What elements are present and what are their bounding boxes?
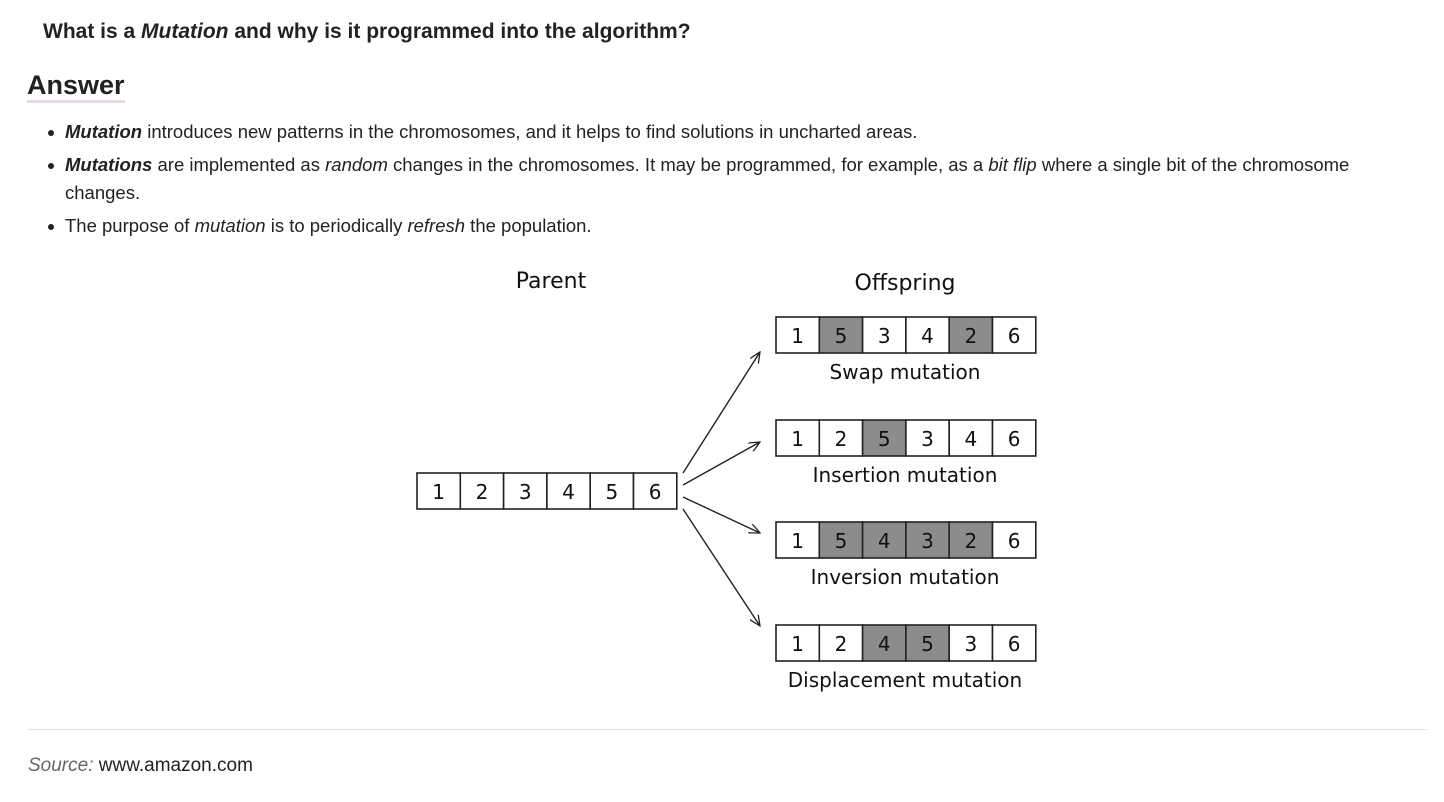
offspring-gene-value: 6 bbox=[1008, 529, 1021, 553]
parent-label: Parent bbox=[516, 269, 587, 294]
offspring-gene-cell bbox=[991, 624, 1037, 662]
parent-chromosome: 1 2 3 4 5 6 bbox=[416, 472, 678, 510]
offspring-gene-value: 1 bbox=[791, 529, 804, 553]
offspring-gene-value: 3 bbox=[921, 529, 934, 553]
bullet-text-segment: Mutation bbox=[65, 121, 143, 142]
offspring-gene-cell bbox=[861, 419, 907, 457]
parent-gene-value: 4 bbox=[562, 480, 575, 504]
offspring-gene-value: 1 bbox=[791, 427, 804, 451]
mutation-type-label: Insertion mutation bbox=[813, 463, 998, 487]
bullet-text-segment: bit flip bbox=[988, 154, 1037, 175]
question-prefix: What is a bbox=[43, 20, 142, 43]
offspring-gene-cell bbox=[905, 521, 951, 559]
offspring-gene-value: 6 bbox=[1008, 324, 1021, 348]
offspring-gene-cell bbox=[818, 419, 864, 457]
offspring-gene-cell bbox=[948, 419, 994, 457]
source-line: Source: www.amazon.com bbox=[28, 755, 253, 777]
offspring-gene-cell bbox=[861, 316, 907, 354]
parent-gene-value: 6 bbox=[649, 480, 662, 504]
bullet-text-segment: where a single bit of the chromosome cha… bbox=[65, 154, 1350, 203]
offspring-gene-cell bbox=[861, 624, 907, 662]
parent-gene-cell bbox=[546, 472, 592, 510]
question-title: What is a Mutation and why is it program… bbox=[43, 20, 691, 44]
offspring-gene-value: 3 bbox=[964, 632, 977, 656]
offspring-gene-value: 5 bbox=[921, 632, 934, 656]
bullet-text-segment: is to periodically bbox=[265, 215, 408, 236]
offspring-gene-cell bbox=[861, 521, 907, 559]
offspring-gene-cell bbox=[905, 419, 951, 457]
offspring-label: Offspring bbox=[855, 271, 956, 296]
answer-bullet: Mutations are implemented as random chan… bbox=[48, 151, 1405, 207]
parent-gene-value: 2 bbox=[476, 480, 489, 504]
mutation-arrows bbox=[682, 352, 760, 626]
answer-bullet-list: Mutation introduces new patterns in the … bbox=[48, 118, 1405, 245]
offspring-gene-value: 4 bbox=[964, 427, 977, 451]
offspring-gene-value: 1 bbox=[791, 324, 804, 348]
offspring-gene-cell bbox=[948, 316, 994, 354]
answer-bullet: Mutation introduces new patterns in the … bbox=[48, 118, 1405, 146]
offspring-gene-value: 5 bbox=[835, 324, 848, 348]
parent-gene-cell bbox=[632, 472, 678, 510]
offspring-gene-value: 2 bbox=[835, 632, 848, 656]
offspring-gene-cell bbox=[991, 521, 1037, 559]
offspring-gene-value: 3 bbox=[921, 427, 934, 451]
offspring-gene-value: 4 bbox=[878, 632, 891, 656]
parent-gene-value: 5 bbox=[605, 480, 618, 504]
bullet-text-segment: Mutations bbox=[65, 154, 153, 175]
mutation-type-label: Inversion mutation bbox=[811, 565, 1000, 589]
parent-gene-value: 1 bbox=[432, 480, 445, 504]
offspring-gene-value: 2 bbox=[964, 529, 977, 553]
bullet-text-segment: mutation bbox=[194, 215, 266, 236]
offspring-gene-cell bbox=[991, 316, 1037, 354]
mutation-type-label: Displacement mutation bbox=[788, 668, 1022, 692]
bullet-text-segment: random bbox=[325, 154, 388, 175]
question-term: Mutation bbox=[141, 20, 229, 43]
bullet-text-segment: the population. bbox=[465, 215, 592, 236]
offspring-gene-value: 3 bbox=[878, 324, 891, 348]
bullet-text-segment: The purpose of bbox=[65, 215, 195, 236]
parent-gene-value: 3 bbox=[519, 480, 532, 504]
parent-gene-cell bbox=[416, 472, 462, 510]
mutation-arrow bbox=[682, 352, 760, 474]
bullet-text-segment: introduces new patterns in the chromosom… bbox=[142, 121, 918, 142]
bullet-text-segment: refresh bbox=[407, 215, 466, 236]
offspring-gene-value: 4 bbox=[921, 324, 934, 348]
bullet-text-segment: are implemented as bbox=[152, 154, 326, 175]
offspring-gene-cell bbox=[775, 316, 821, 354]
offspring-gene-value: 2 bbox=[835, 427, 848, 451]
mutation-arrow bbox=[682, 442, 760, 486]
answer-heading: Answer bbox=[27, 70, 125, 103]
mutation-type-label: Swap mutation bbox=[830, 360, 981, 384]
offspring-gene-cell bbox=[818, 624, 864, 662]
mutation-arrow bbox=[682, 496, 760, 533]
question-suffix: and why is it programmed into the algori… bbox=[228, 20, 691, 43]
offspring-gene-value: 5 bbox=[878, 427, 891, 451]
offspring-gene-value: 5 bbox=[835, 529, 848, 553]
divider bbox=[27, 729, 1427, 730]
source-label: Source: bbox=[28, 755, 94, 776]
mutation-arrow bbox=[682, 508, 760, 626]
offspring-gene-value: 4 bbox=[878, 529, 891, 553]
offspring-gene-value: 1 bbox=[791, 632, 804, 656]
offspring-gene-cell bbox=[775, 624, 821, 662]
offspring-gene-cell bbox=[991, 419, 1037, 457]
source-value: www.amazon.com bbox=[93, 755, 253, 776]
answer-bullet: The purpose of mutation is to periodical… bbox=[48, 212, 1405, 240]
offspring-gene-cell bbox=[818, 316, 864, 354]
parent-gene-cell bbox=[459, 472, 505, 510]
offspring-gene-cell bbox=[905, 316, 951, 354]
offspring-gene-value: 6 bbox=[1008, 632, 1021, 656]
offspring-gene-value: 2 bbox=[964, 324, 977, 348]
offspring-gene-value: 6 bbox=[1008, 427, 1021, 451]
offspring-gene-cell bbox=[775, 521, 821, 559]
bullet-text-segment: changes in the chromosomes. It may be pr… bbox=[387, 154, 989, 175]
